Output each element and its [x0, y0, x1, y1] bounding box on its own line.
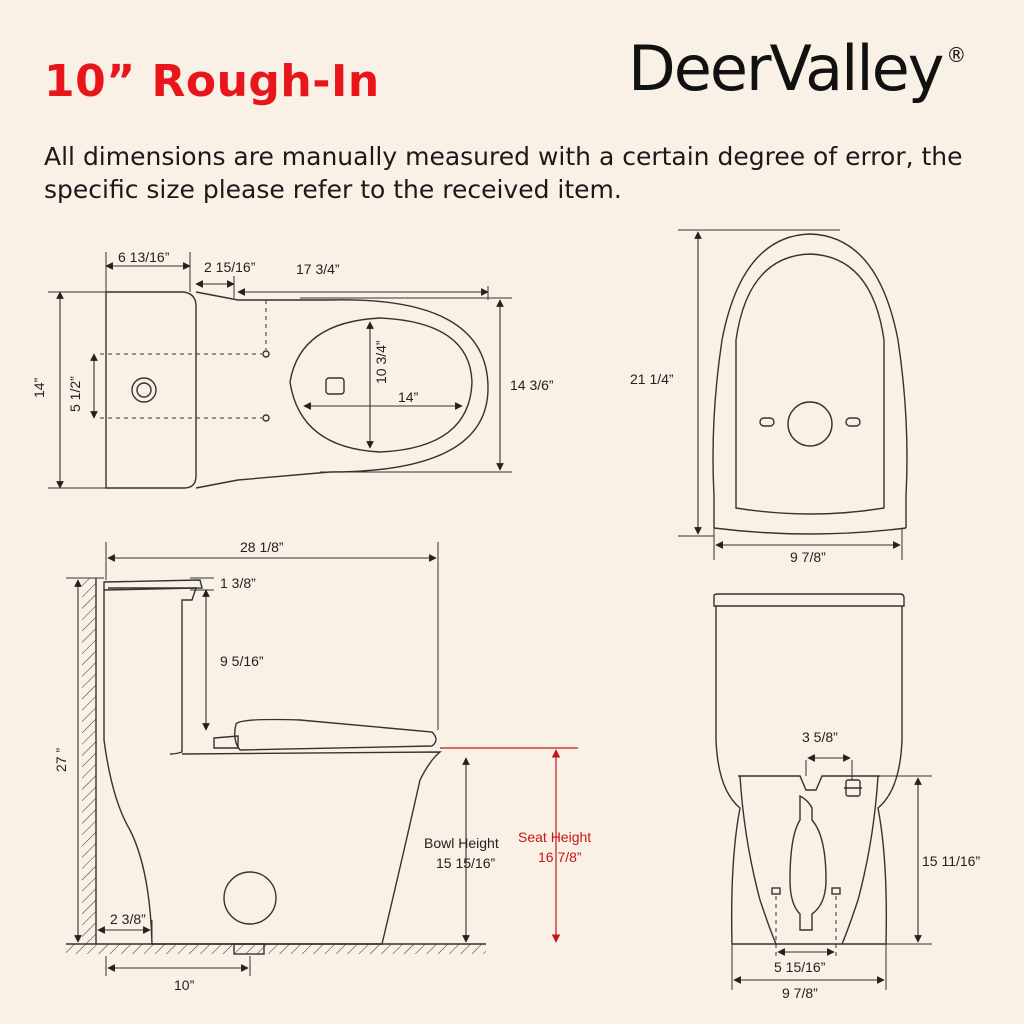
- bolt-slot-left: [759, 417, 775, 427]
- dim-bowl-inner-length: 14”: [398, 389, 419, 405]
- rear-body-outline: [715, 606, 903, 945]
- trapway-channel: [789, 794, 827, 931]
- dim-wall-gap: 2 3/8”: [110, 911, 146, 927]
- measurement-note: All dimensions are manually measured wit…: [44, 142, 963, 204]
- dim-base-width: 9 7/8”: [790, 549, 826, 565]
- dim-rough-in: 10”: [174, 977, 195, 993]
- drain-flange: [233, 943, 265, 955]
- dim-tank-height: 9 5/16”: [220, 653, 264, 669]
- brand-logo: DeerValley®: [628, 32, 966, 105]
- page-title: 10” Rough-In: [44, 56, 380, 107]
- dim-rear-bolt-spacing: 5 15/16”: [774, 959, 826, 975]
- dim-rear-height: 15 11/16”: [922, 853, 980, 869]
- wall-hatch: [82, 578, 96, 944]
- bowl-opening: [289, 317, 473, 453]
- dim-tank-depth: 6 13/16”: [118, 249, 170, 265]
- base-outline: [712, 233, 908, 528]
- dim-overall-height: 27 ”: [53, 748, 69, 772]
- rear-bolt-right: [831, 887, 841, 895]
- rear-view: [713, 593, 932, 990]
- registered-mark: ®: [946, 43, 967, 67]
- brand-name: DeerValley: [628, 32, 944, 105]
- dim-bolt-spacing: 5 1/2”: [67, 376, 83, 412]
- tank-lid: [103, 579, 203, 591]
- trapway-silhouette: [739, 775, 879, 945]
- body-outline: [103, 590, 443, 945]
- bowl-outline: [195, 291, 489, 489]
- dim-tank-width: 14”: [31, 377, 47, 398]
- floor-hatch: [66, 944, 486, 954]
- dim-overall-length: 28 1/8”: [240, 539, 284, 555]
- dim-bowl-width: 10 3/4”: [373, 340, 389, 384]
- side-view: [66, 542, 578, 976]
- bolt-slot-right: [845, 417, 861, 427]
- dim-overall-width: 14 3/6”: [510, 377, 554, 393]
- seat: [233, 718, 437, 751]
- tank-lid: [713, 593, 905, 607]
- dim-trap-width: 3 5/8”: [802, 729, 838, 745]
- dim-bowl-length: 17 3/4”: [296, 261, 340, 277]
- base-inner-outline: [735, 253, 885, 515]
- dim-gap: 2 15/16”: [204, 259, 256, 275]
- rear-bolt-left: [771, 887, 781, 895]
- dim-lid-thickness: 1 3/8”: [220, 575, 256, 591]
- dim-bowl-height: 15 15/16”: [436, 855, 495, 871]
- drain-hole: [787, 401, 833, 447]
- seat-height-label: Seat Height: [518, 829, 591, 845]
- tank-outline: [108, 587, 197, 755]
- trapway-cap: [223, 871, 277, 925]
- dim-base-length: 21 1/4”: [630, 371, 674, 387]
- bottom-view: [678, 229, 908, 560]
- top-view: [48, 252, 512, 489]
- tank-outline: [105, 291, 197, 489]
- bowl-height-label: Bowl Height: [424, 835, 499, 851]
- drain-outlet: [325, 377, 345, 395]
- tank-flush-button: [131, 377, 157, 403]
- dim-rear-width: 9 7/8”: [782, 985, 818, 1001]
- dim-seat-height: 16 7/8”: [538, 849, 582, 865]
